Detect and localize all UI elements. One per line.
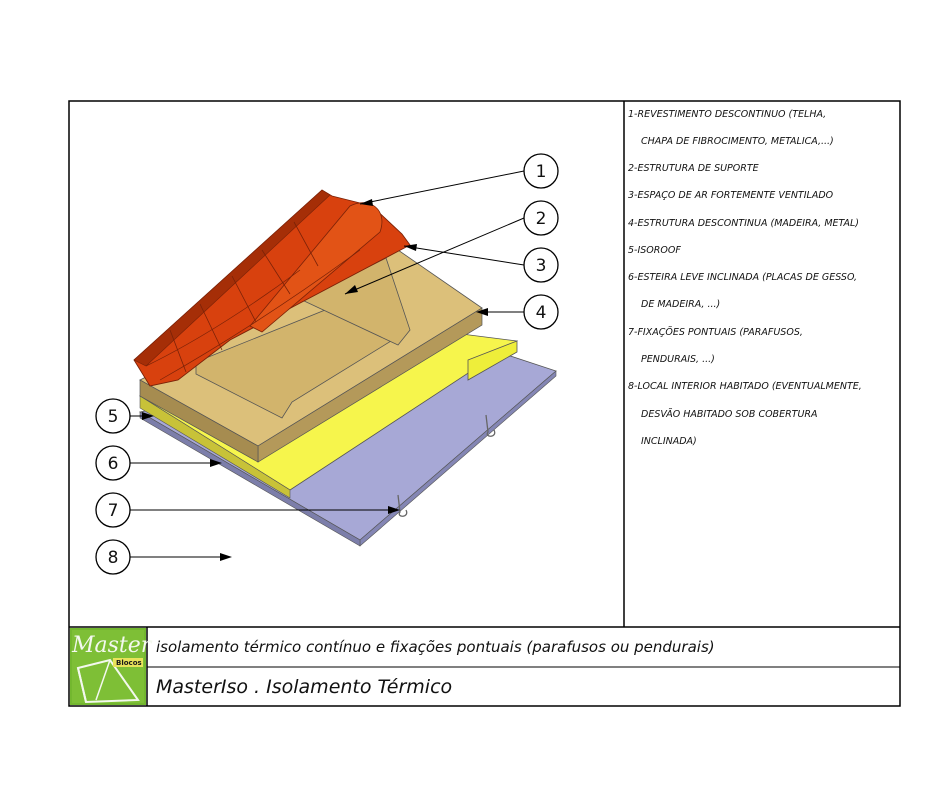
callout-7-number: 7 — [108, 501, 119, 521]
legend-line-5: 4-ESTRUTURA DESCONTINUA (MADEIRA, METAL) — [628, 218, 859, 229]
legend-line-9: 7-FIXAÇÕES PONTUAIS (PARAFUSOS, — [628, 326, 803, 338]
legend-line-10: PENDURAIS, ...) — [641, 354, 715, 365]
roof-tile-courses — [145, 249, 361, 381]
legend: 1-REVESTIMENTO DESCONTINUO (TELHA, CHAPA… — [628, 109, 862, 447]
legend-line-8: DE MADEIRA, ...) — [641, 299, 720, 310]
legend-line-6: 5-ISOROOF — [628, 245, 681, 256]
legend-line-7: 6-ESTEIRA LEVE INCLINADA (PLACAS DE GESS… — [628, 272, 857, 283]
callout-1: 1 — [359, 153, 559, 206]
callout-2-number: 2 — [536, 209, 547, 229]
callout-4: 4 — [476, 294, 559, 330]
legend-line-13: INCLINADA) — [641, 436, 697, 447]
isoroof-front — [139, 395, 291, 499]
callout-4-number: 4 — [536, 303, 547, 323]
legend-line-3: 2-ESTRUTURA DE SUPORTE — [628, 163, 759, 174]
isoroof-end — [467, 340, 518, 381]
master-logo: Master Blocos — [70, 628, 153, 705]
callout-8-number: 8 — [108, 548, 119, 568]
fixing-hanger-front — [397, 494, 408, 517]
callout-5-number: 5 — [108, 407, 119, 427]
roof-tile-curl — [249, 202, 383, 333]
roof-section-drawing — [133, 189, 557, 547]
roof-tile-joints — [169, 221, 319, 373]
callout-3-number: 3 — [536, 256, 547, 276]
legend-line-2: CHAPA DE FIBROCIMENTO, METALICA,...) — [641, 136, 834, 147]
legend-line-4: 3-ESPAÇO DE AR FORTEMENTE VENTILADO — [628, 190, 834, 201]
roof-tiles-ridge — [133, 189, 331, 367]
legend-line-11: 8-LOCAL INTERIOR HABITADO (EVENTUALMENTE… — [628, 381, 862, 392]
callout-3: 3 — [403, 244, 559, 283]
callout-7: 7 — [95, 492, 400, 528]
callout-6-number: 6 — [108, 454, 119, 474]
drawing-subtitle: isolamento térmico contínuo e fixações p… — [156, 638, 715, 656]
legend-line-1: 1-REVESTIMENTO DESCONTINUO (TELHA, — [628, 109, 826, 120]
logo-subtext: Blocos — [116, 659, 142, 667]
callout-1-number: 1 — [536, 162, 547, 182]
drawing-title: MasterIso . Isolamento Térmico — [156, 676, 452, 698]
wood-structure-front — [139, 379, 259, 463]
logo-text: Master — [71, 633, 153, 658]
fixing-hanger-back — [485, 414, 496, 437]
callout-2: 2 — [344, 200, 559, 295]
callout-8: 8 — [95, 539, 232, 575]
legend-line-12: DESVÃO HABITADO SOB COBERTURA — [641, 409, 818, 420]
callout-6: 6 — [95, 445, 222, 481]
callout-5: 5 — [95, 398, 154, 434]
